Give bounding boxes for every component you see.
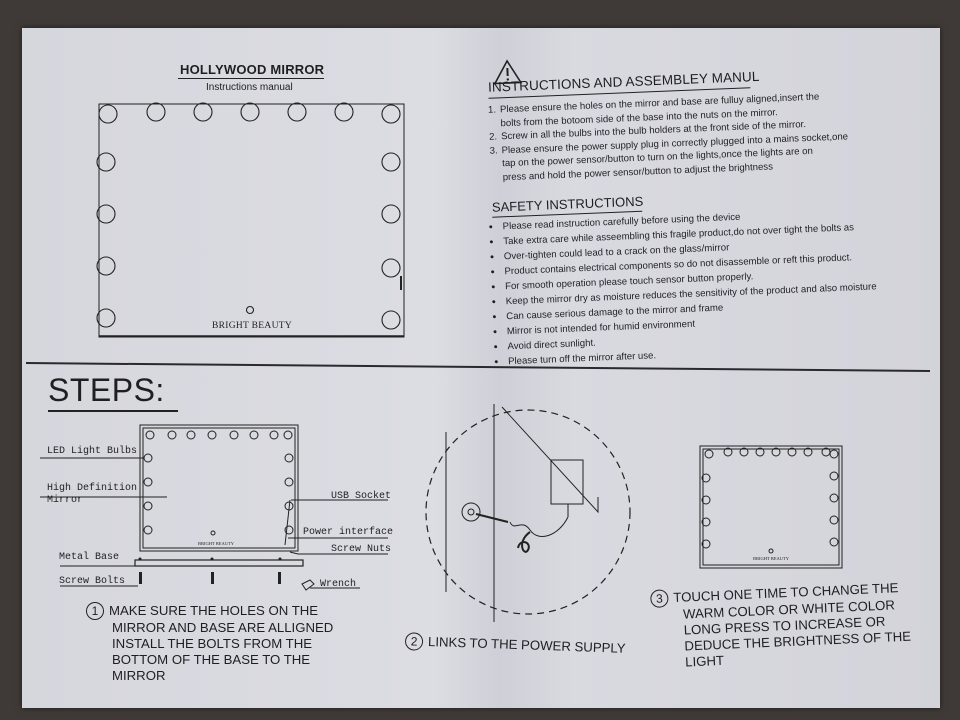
sensor-button [245, 305, 255, 315]
sensor-button [768, 548, 774, 554]
brand-label: BRIGHT BEAUTY [753, 556, 790, 561]
title-underline [178, 78, 324, 79]
bulb [240, 102, 260, 122]
label-hd-mirror-2: Mirror [47, 495, 84, 506]
label-wrench: Wrench [320, 579, 357, 590]
step-number: 3 [650, 589, 669, 608]
label-hd-mirror-1: High Definition [47, 483, 138, 494]
safety-list: Please read instruction carefully before… [488, 202, 934, 370]
instructions-block: INSTRUCTIONS AND ASSEMBLEY MANUL 1.Pleas… [482, 42, 934, 367]
bulb [146, 102, 166, 122]
step-number: 1 [86, 602, 104, 620]
steps-underline [48, 410, 178, 412]
instructions-heading: INSTRUCTIONS AND ASSEMBLEY MANUL [487, 68, 760, 95]
instructions-list: 1.Please ensure the holes on the mirror … [488, 87, 921, 186]
bulb [381, 204, 401, 224]
bulb [96, 204, 116, 224]
bulb [98, 104, 118, 124]
mirror-frame [98, 103, 405, 338]
steps-heading: STEPS: [48, 372, 165, 408]
label-metal-base: Metal Base [59, 552, 120, 563]
bulb [96, 256, 116, 276]
mirror-front-diagram [96, 102, 405, 338]
mirror-frame [142, 427, 296, 549]
bulb [381, 104, 401, 124]
bulb [193, 102, 213, 122]
bulb [96, 152, 116, 172]
mirror-touch-diagram: BRIGHT BEAUTY [699, 445, 843, 569]
bolt [139, 572, 142, 584]
manual-subtitle: Instructions manual [206, 82, 293, 93]
step-number: 2 [404, 632, 424, 651]
bulb [334, 102, 354, 122]
bulb [287, 102, 307, 122]
bulb [96, 308, 116, 328]
label-screw-nuts: Screw Nuts [331, 544, 392, 555]
label-usb-socket: USB Socket [331, 491, 392, 502]
socket-icon [461, 502, 481, 522]
label-power-interface: Power interface [303, 527, 394, 538]
manual-title: HOLLYWOOD MIRROR [180, 62, 325, 77]
warning-triangle-icon [493, 59, 523, 85]
label-led-bulbs: LED Light Bulbs [47, 446, 138, 457]
bulb [381, 152, 401, 172]
wrench-icon [301, 579, 315, 591]
bulb [381, 310, 401, 330]
brand-label: BRIGHT BEAUTY [212, 321, 292, 331]
label-screw-bolts: Screw Bolts [59, 576, 126, 587]
bolt [278, 572, 281, 584]
power-adapter [550, 459, 584, 505]
bolt [211, 572, 214, 584]
power-supply-diagram [425, 404, 631, 622]
brand-label: BRIGHT BEAUTY [198, 541, 235, 546]
assembly-diagram: BRIGHT BEAUTY [40, 424, 388, 591]
bulb [381, 258, 401, 278]
